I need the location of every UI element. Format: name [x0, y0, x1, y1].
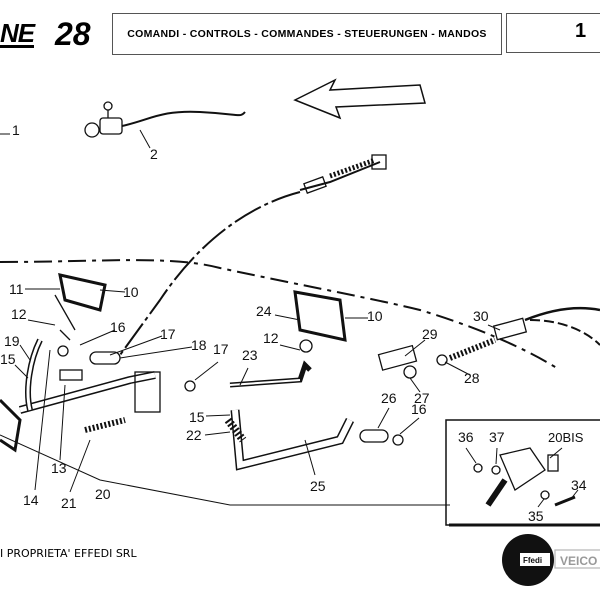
callout-20: 20: [95, 486, 111, 502]
callout-15b: 15: [189, 409, 205, 425]
lever-parts-29-30: [377, 306, 600, 379]
callout-13: 13: [51, 460, 67, 476]
callout-29: 29: [422, 326, 438, 342]
leader-lines: [0, 129, 579, 508]
effedi-logo: Ffedi VEICO: [502, 534, 600, 586]
callout-18: 18: [191, 337, 207, 353]
direction-arrow: [293, 78, 426, 120]
cable-upper: [119, 154, 387, 356]
callout-20bis: 20BIS: [548, 430, 584, 445]
callout-17b: 17: [213, 341, 229, 357]
callout-24: 24: [256, 303, 272, 319]
callout-36: 36: [458, 429, 474, 445]
callout-19: 19: [4, 333, 20, 349]
callout-37: 37: [489, 429, 505, 445]
callout-11: 11: [9, 281, 24, 297]
callout-12b: 12: [263, 330, 279, 346]
logo-text-2: VEICO: [560, 554, 597, 568]
callout-21: 21: [61, 495, 77, 511]
callout-10b: 10: [367, 308, 383, 324]
callout-26: 26: [381, 390, 397, 406]
callout-16b: 16: [411, 401, 427, 417]
callout-15: 15: [0, 351, 16, 367]
brand-logo: NE: [0, 18, 35, 48]
pedal-left: [0, 273, 161, 453]
pedal-right: [184, 290, 404, 471]
callout-35: 35: [528, 508, 544, 524]
callout-27: 27: [414, 390, 430, 406]
callout-1: 1: [12, 122, 20, 138]
callout-16: 16: [110, 319, 126, 335]
callout-17: 17: [160, 326, 176, 342]
callout-28: 28: [464, 370, 480, 386]
logo-text: Ffedi: [523, 556, 542, 565]
copyright-text: I PROPRIETA' EFFEDI SRL: [0, 547, 137, 560]
cable-part-2: [84, 101, 246, 138]
callout-12: 12: [11, 306, 27, 322]
callout-14: 14: [23, 492, 39, 508]
page-title: COMANDI - CONTROLS - COMMANDES - STEUERU…: [112, 13, 502, 55]
section-number: 28: [55, 16, 91, 52]
callout-30: 30: [473, 308, 489, 324]
page-number: 1: [506, 13, 600, 53]
callout-23: 23: [242, 347, 258, 363]
callout-10: 10: [123, 284, 139, 300]
callout-25: 25: [310, 478, 326, 494]
body-outline: [0, 259, 561, 371]
callout-34: 34: [571, 477, 587, 493]
callout-22: 22: [186, 427, 202, 443]
callout-2: 2: [150, 146, 158, 162]
